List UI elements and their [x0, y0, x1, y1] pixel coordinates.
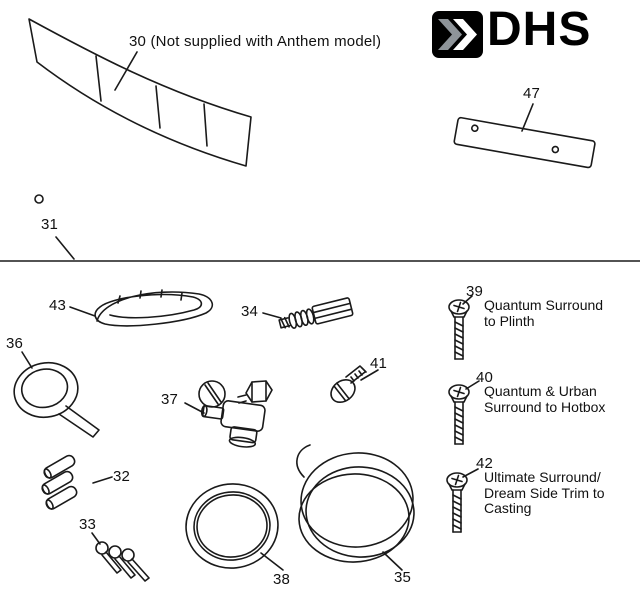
part-35-drawing	[296, 444, 415, 571]
part-41-drawing	[330, 365, 379, 404]
part-47-drawing	[453, 103, 596, 169]
part-41-leader	[360, 369, 379, 381]
part-43-drawing	[69, 289, 214, 327]
part-31-leader	[55, 236, 75, 260]
part-32-label: 32	[113, 468, 131, 485]
part-42-description: Ultimate Surround/ Dream Side Trim to Ca…	[484, 469, 605, 516]
part-33-leader	[91, 532, 101, 545]
part-32-leader	[92, 476, 113, 484]
part-30-number: 30	[129, 33, 147, 50]
part-47-leader	[521, 103, 534, 132]
part-47-label: 47	[523, 85, 541, 102]
part-36-drawing	[13, 351, 100, 438]
part-30-drawing	[28, 18, 252, 167]
part-35-leader	[382, 551, 403, 571]
part-40-screw-drawing	[448, 380, 480, 445]
part-38-drawing	[185, 483, 284, 571]
part-37-drawing	[184, 380, 273, 448]
dhs-logo-mark	[432, 11, 483, 58]
part-42-screw-drawing	[446, 468, 479, 533]
part-39-screw-drawing	[448, 295, 473, 360]
part-43-label: 43	[49, 297, 67, 314]
part-40-leader	[465, 380, 480, 390]
part-34-label: 34	[241, 303, 259, 320]
part-35-label: 35	[394, 569, 412, 586]
part-41-label: 41	[370, 355, 388, 372]
part-30-leader	[114, 51, 138, 91]
part-36-label: 36	[6, 335, 24, 352]
part-42-label: 42	[476, 455, 494, 472]
part-34-drawing	[262, 297, 354, 329]
part-39-description: Quantum Surround to Plinth	[484, 297, 604, 329]
part-40-label: 40	[476, 369, 494, 386]
part-38-label: 38	[273, 571, 291, 588]
part-38-leader	[260, 552, 284, 571]
small-hole-mark	[34, 194, 44, 204]
part-34-leader	[262, 312, 282, 319]
part-30-note: (Not supplied with Anthem model)	[150, 33, 382, 50]
part-33-drawing	[91, 532, 150, 582]
part-36-leader	[21, 351, 33, 369]
part-31-label: 31	[41, 216, 59, 233]
part-30-label: 30 (Not supplied with Anthem model)	[129, 33, 381, 50]
part-33-label: 33	[79, 516, 97, 533]
logo-chevron-left-icon	[438, 19, 462, 50]
logo-text: DHS	[487, 3, 592, 56]
logo-chevron-right-icon	[453, 19, 477, 50]
part-39-label: 39	[466, 283, 484, 300]
part-37-leader	[184, 402, 205, 414]
part-42-leader	[462, 468, 479, 478]
part-43-leader	[69, 306, 96, 317]
part-39-leader	[462, 295, 473, 305]
part-32-drawing	[41, 454, 113, 510]
part-37-label: 37	[161, 391, 179, 408]
part-40-description: Quantum & Urban Surround to Hotbox	[484, 383, 606, 415]
